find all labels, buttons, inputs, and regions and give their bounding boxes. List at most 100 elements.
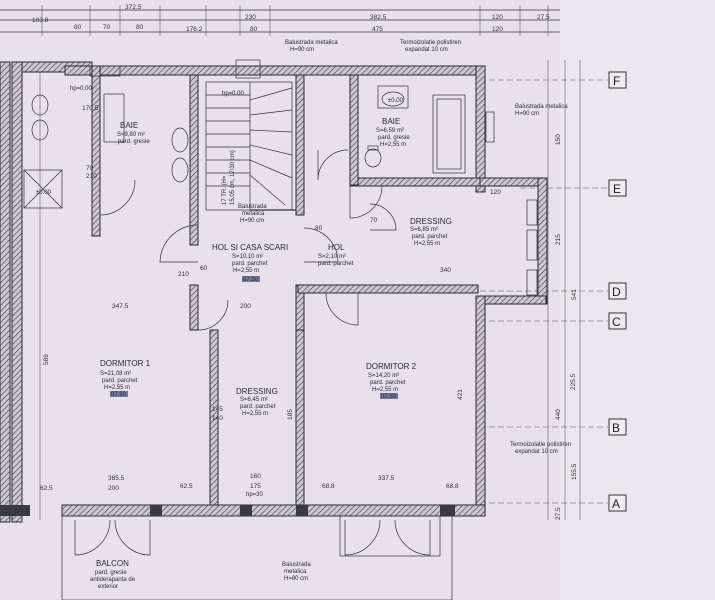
left-dim-589: 589 <box>43 354 50 365</box>
door-swings <box>99 149 397 331</box>
balustrade-stair-height: H=90 cm <box>240 218 264 224</box>
svg-text:DRESSING: DRESSING <box>410 217 452 226</box>
svg-text:S=9,80 m²: S=9,80 m² <box>117 132 145 138</box>
dim-68: 68.8 <box>322 483 335 490</box>
top-dim-120: 120 <box>492 14 503 21</box>
axis-E: E <box>613 182 621 196</box>
svg-text:DORMITOR 1: DORMITOR 1 <box>100 359 151 368</box>
balcony <box>61 515 453 600</box>
svg-text:exterior: exterior <box>98 584 118 590</box>
svg-text:S=14,20 m²: S=14,20 m² <box>368 373 399 379</box>
svg-text:H=2,55 m: H=2,55 m <box>242 411 268 417</box>
dim-60: 60 <box>200 265 208 272</box>
svg-text:H=2,55 m: H=2,55 m <box>233 268 259 274</box>
room-dressing-1: DRESSING S=6,85 m² pard. parchet H=2,55 … <box>410 217 452 247</box>
dim-68b: 68.8 <box>446 483 459 490</box>
insulation-top-label-2: expandat 10 cm <box>405 47 448 53</box>
room-dormitor-2: DORMITOR 2 S=14,20 m² pard. parchet H=2,… <box>366 362 417 400</box>
right-windows <box>526 199 538 296</box>
svg-text:pard. gresie: pard. gresie <box>378 135 410 141</box>
svg-text:07.50: 07.50 <box>111 392 127 398</box>
zero-level-1: ±0.00 <box>36 190 52 196</box>
dim-120: 120 <box>490 189 501 196</box>
dim-70b: 70 <box>86 165 94 172</box>
svg-text:DORMITOR 2: DORMITOR 2 <box>366 362 417 371</box>
svg-text:H=2,55 m: H=2,55 m <box>380 142 406 148</box>
svg-text:pard. gresie: pard. gresie <box>95 570 127 576</box>
dim-200: 200 <box>240 303 251 310</box>
svg-text:pard. parchet: pard. parchet <box>240 404 276 410</box>
dim-160: 160 <box>250 473 261 480</box>
zero-level-2: ±0.00 <box>388 98 404 104</box>
balustrade-top-height: H=90 cm <box>290 47 314 53</box>
dim-200b: 200 <box>108 485 119 492</box>
room-baie-2: BAIE S=6,59 m² pard. gresie H=2,55 m <box>376 117 410 148</box>
stair-label-2: 15,05 cm, 17/30 cm) <box>230 150 236 205</box>
balustrade-stair-label-2: metalica <box>242 211 265 217</box>
hp-label-3: hp=30 <box>246 492 264 498</box>
dim-340: 340 <box>440 267 451 274</box>
axis-F: F <box>613 74 620 88</box>
svg-text:S=6,45 m²: S=6,45 m² <box>240 397 268 403</box>
right-dimension-lines <box>547 60 581 520</box>
right-dim-27: 27.5 <box>555 507 562 520</box>
top-dim-103: 103.8 <box>32 17 49 24</box>
dim-210: 210 <box>178 271 189 278</box>
room-balcon: BALCON pard. gresie antiderapanta de ext… <box>90 559 136 590</box>
svg-text:HOL SI CASA SCARI: HOL SI CASA SCARI <box>212 243 288 252</box>
axis-A: A <box>612 497 620 511</box>
dim-175: 175 <box>250 483 261 490</box>
svg-text:S=10,10 m²: S=10,10 m² <box>232 254 263 260</box>
dim-185: 185 <box>287 409 294 420</box>
insulation-right-label: Termoizolatie polistiren <box>510 442 571 448</box>
svg-text:pard. parchet: pard. parchet <box>232 261 268 267</box>
svg-text:BAIE: BAIE <box>382 117 400 126</box>
svg-text:H=2,55 m: H=2,55 m <box>414 241 440 247</box>
dim-62b: 62.5 <box>180 483 193 490</box>
svg-text:HOL: HOL <box>328 243 345 252</box>
grid-axis-markers: F E D C B A <box>608 71 627 512</box>
right-dim-215: 215 <box>555 234 562 245</box>
room-baie-1: BAIE S=9,80 m² pard. gresie <box>117 121 150 145</box>
balustrade-bottom-height: H=80 cm <box>284 576 308 582</box>
right-dim-225: 225.5 <box>570 373 577 390</box>
balustrade-bottom-label: Balustrada <box>282 562 311 568</box>
svg-text:H=2,55 m: H=2,55 m <box>372 387 398 393</box>
dim-385: 385.5 <box>108 475 125 482</box>
dim-62: 62.5 <box>40 485 53 492</box>
balustrade-top-label: Balustrada metalica <box>285 40 338 46</box>
staircase <box>205 59 293 211</box>
svg-text:07.50: 07.50 <box>243 277 259 283</box>
right-dim-150: 150 <box>555 134 562 145</box>
svg-text:antiderapanta de: antiderapanta de <box>90 577 136 583</box>
room-dormitor-1: DORMITOR 1 S=21,08 m² pard. parchet H=2,… <box>100 359 151 398</box>
top-dim-120b: 120 <box>492 26 503 33</box>
svg-text:S=21,08 m²: S=21,08 m² <box>100 371 131 377</box>
balustrade-right-label: Balustrada metalica <box>515 104 568 110</box>
room-hol: HOL S=2,10 m² pard. parchet <box>318 243 354 267</box>
bathroom-2-fixtures <box>364 85 495 174</box>
top-dim-176: 176.2 <box>186 26 203 33</box>
top-dim-80c: 80 <box>250 26 258 33</box>
right-dim-155: 155.5 <box>571 463 578 480</box>
balustrade-bottom-label-2: metalica <box>284 569 307 575</box>
dim-210b: 210 <box>86 173 97 180</box>
top-dim-475: 475 <box>372 26 383 33</box>
svg-text:pard. parchet: pard. parchet <box>318 261 354 267</box>
dim-347: 347.5 <box>112 303 129 310</box>
top-dim-80b: 80 <box>136 24 144 31</box>
dim-337: 337.5 <box>378 475 395 482</box>
stair-label: 17 TR. (H= <box>222 175 228 205</box>
balustrade-right-height: H=90 cm <box>515 111 539 117</box>
svg-text:pard. parchet: pard. parchet <box>412 234 448 240</box>
right-dim-541: 541 <box>571 289 578 300</box>
dim-140: 140 <box>212 415 223 422</box>
dim-145: 145 <box>212 406 223 413</box>
dim-80: 80 <box>315 225 323 232</box>
top-dim-372: 372.5 <box>125 4 142 11</box>
top-dim-27: 27.5 <box>537 14 550 21</box>
svg-text:BAIE: BAIE <box>120 121 138 130</box>
right-dim-440: 440 <box>555 409 562 420</box>
axis-C: C <box>612 315 621 329</box>
